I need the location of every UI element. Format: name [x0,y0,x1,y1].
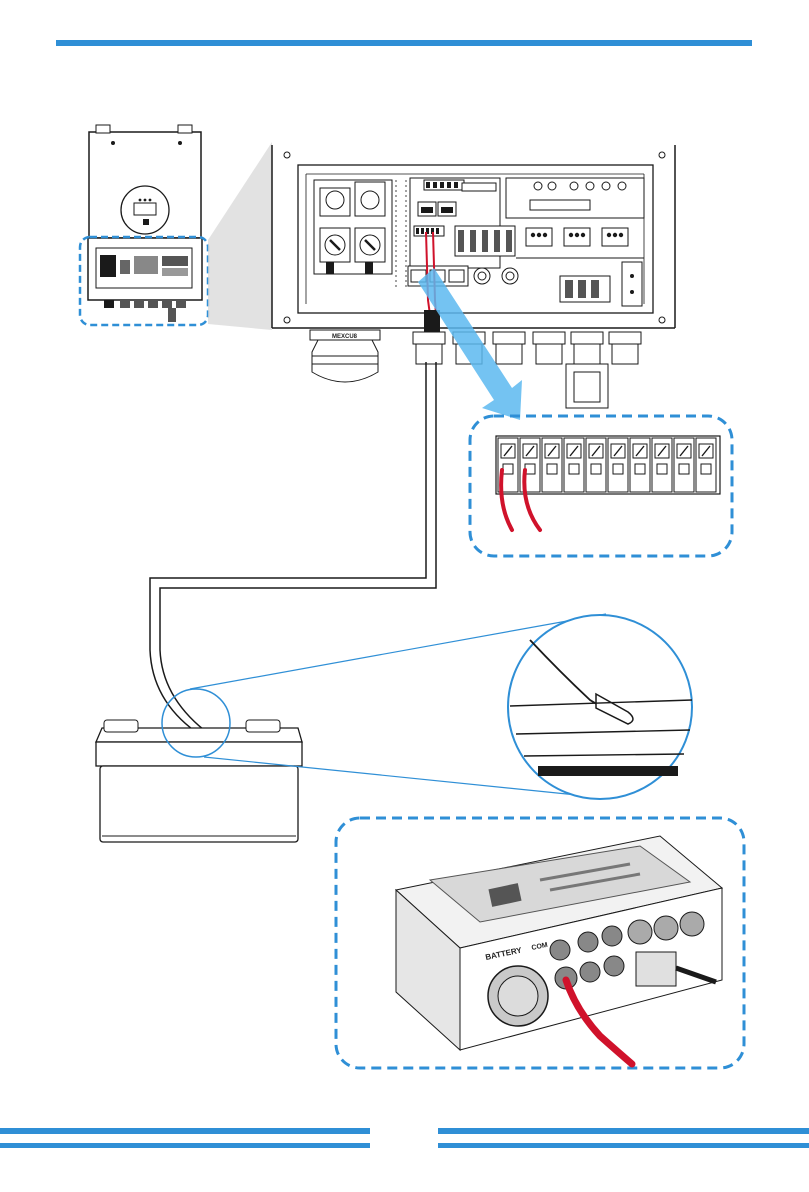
terminal-position [696,438,716,492]
inverter-bottom-view: BATTERY COM [396,836,722,1050]
terminal-position [674,438,694,492]
inverter-wiring-bay: MEXCU8 [272,145,675,408]
terminal-position [608,438,628,492]
temperature-sensor-icon [508,615,692,799]
terminal-position [542,438,562,492]
terminal-position [586,438,606,492]
inverter-icon [88,125,202,322]
terminal-block-icon [496,436,720,494]
terminal-position [652,438,672,492]
battery-icon [96,720,302,842]
terminal-position [564,438,584,492]
gland-label: MEXCU8 [332,334,358,340]
zoom-projection [208,142,272,330]
terminal-position [630,438,650,492]
sensor-cable [150,362,426,732]
